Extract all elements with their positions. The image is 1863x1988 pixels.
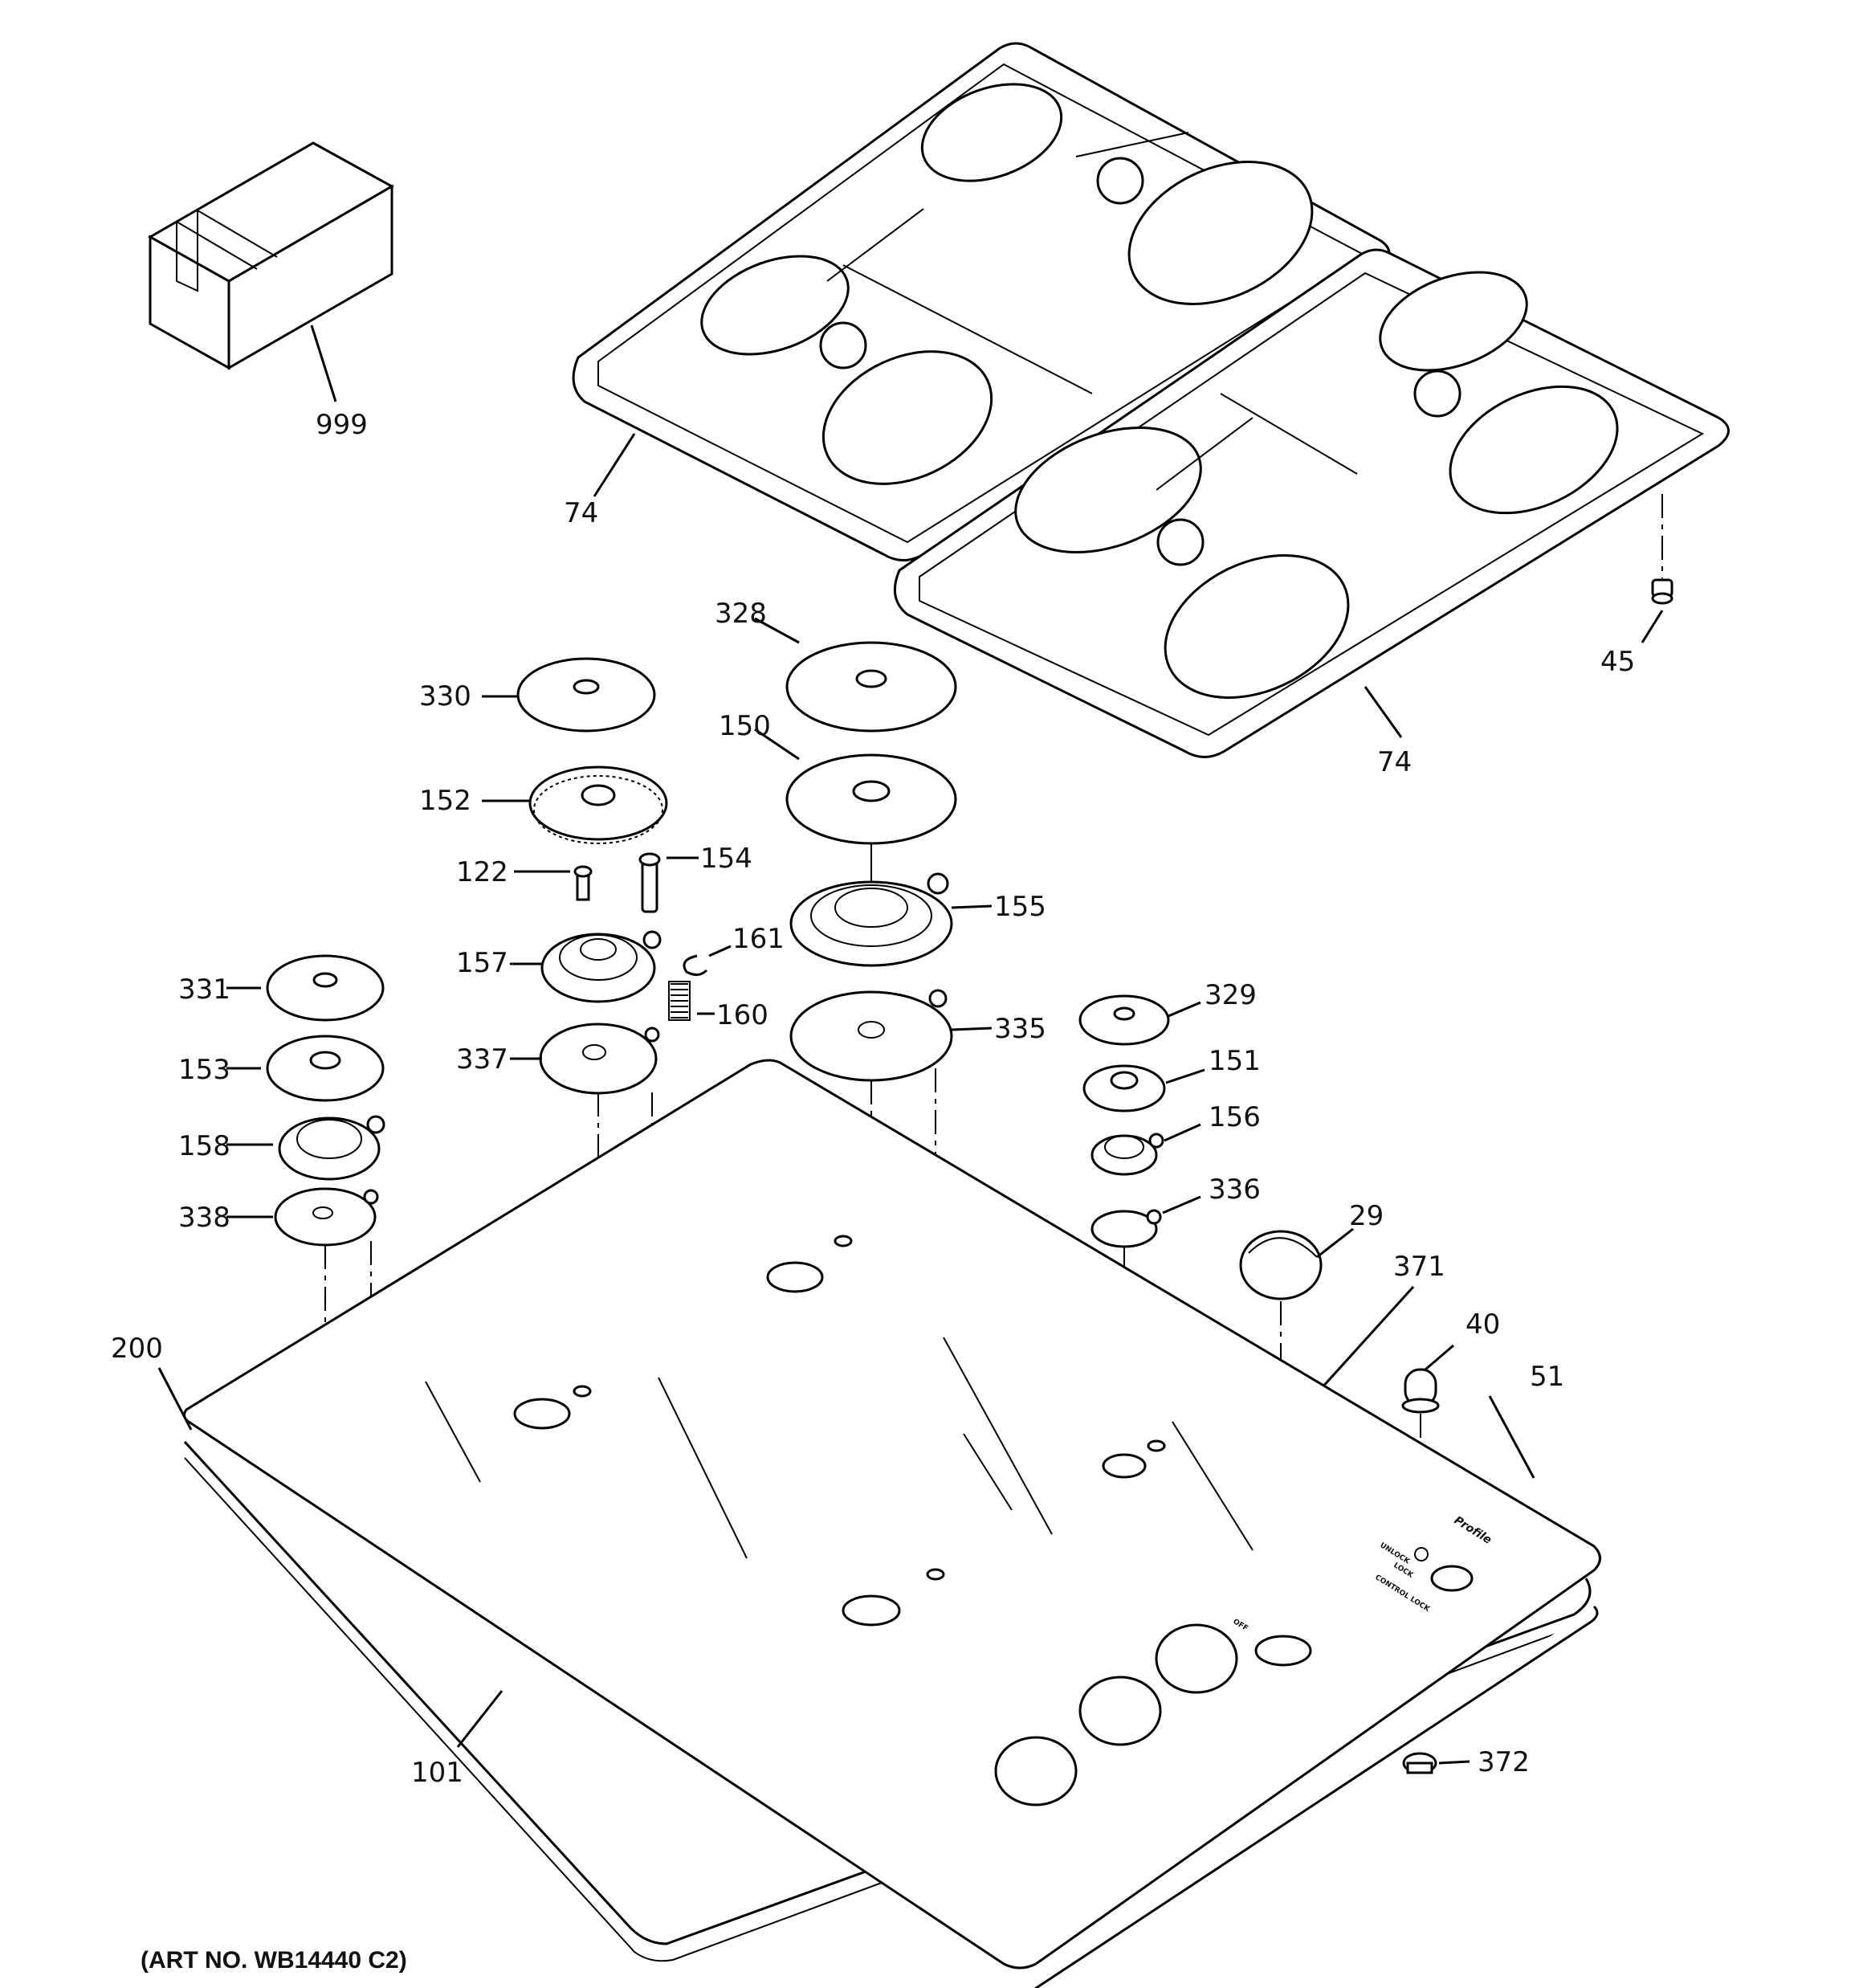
- label-160: 160: [716, 999, 768, 1031]
- label-999: 999: [316, 409, 368, 441]
- label-161: 161: [732, 923, 785, 955]
- part-330-cap: [482, 657, 656, 733]
- part-101-trim: [456, 1605, 1599, 1988]
- part-51-glass-top: [183, 1059, 1601, 1970]
- label-154: 154: [700, 843, 752, 875]
- part-158-base-small: [226, 1115, 385, 1181]
- part-331-cap-small: [226, 954, 385, 1022]
- part-372-foot: [1402, 1752, 1470, 1774]
- part-45-foot: [1641, 578, 1673, 643]
- label-152: 152: [419, 785, 471, 817]
- label-329: 329: [1205, 979, 1257, 1011]
- label-372: 372: [1478, 1746, 1530, 1778]
- label-74-right: 74: [1377, 746, 1412, 778]
- part-40-lock-button: [1401, 1344, 1454, 1554]
- part-152-head: [482, 765, 668, 844]
- part-150-head-large: [754, 728, 957, 900]
- label-157: 157: [456, 947, 508, 979]
- label-158: 158: [178, 1130, 230, 1162]
- part-labels: 999 74 74 45 328 330 150 152 122 154 155…: [111, 409, 1635, 1789]
- label-335: 335: [994, 1013, 1046, 1045]
- label-122: 122: [456, 856, 508, 888]
- part-74-grate-left: [572, 42, 1391, 561]
- label-29: 29: [1349, 1200, 1384, 1232]
- part-156-base: [1090, 1123, 1201, 1176]
- label-337: 337: [456, 1043, 508, 1076]
- label-151: 151: [1209, 1045, 1261, 1077]
- part-122-screw: [514, 865, 593, 901]
- art-number: (ART NO. WB14440 C2): [141, 1947, 407, 1974]
- label-330: 330: [419, 680, 471, 712]
- label-338: 338: [178, 1202, 230, 1234]
- part-329-cap: [1078, 994, 1201, 1046]
- label-328: 328: [715, 598, 767, 630]
- part-29-knob: [1239, 1227, 1354, 1398]
- label-371: 371: [1393, 1251, 1445, 1283]
- part-151-head: [1082, 1064, 1205, 1112]
- part-161-clip: [683, 945, 732, 976]
- label-155: 155: [994, 891, 1046, 923]
- label-74-left: 74: [564, 497, 598, 529]
- label-101: 101: [411, 1757, 463, 1789]
- part-155-base-large: [789, 872, 993, 967]
- label-51: 51: [1530, 1361, 1564, 1393]
- label-153: 153: [178, 1054, 230, 1086]
- part-154-electrode: [638, 852, 699, 913]
- label-45: 45: [1600, 646, 1635, 678]
- part-153-head-small: [226, 1035, 385, 1102]
- part-999-box: [147, 141, 395, 402]
- part-74-grate-right: [893, 248, 1730, 758]
- label-150: 150: [719, 710, 771, 742]
- label-336: 336: [1209, 1174, 1261, 1206]
- label-331: 331: [178, 974, 230, 1006]
- part-328-cap-large: [754, 617, 957, 733]
- part-157-base: [510, 930, 662, 1003]
- label-40: 40: [1466, 1308, 1500, 1341]
- label-156: 156: [1209, 1101, 1261, 1133]
- label-200: 200: [111, 1333, 163, 1365]
- part-160-spring: [668, 981, 715, 1021]
